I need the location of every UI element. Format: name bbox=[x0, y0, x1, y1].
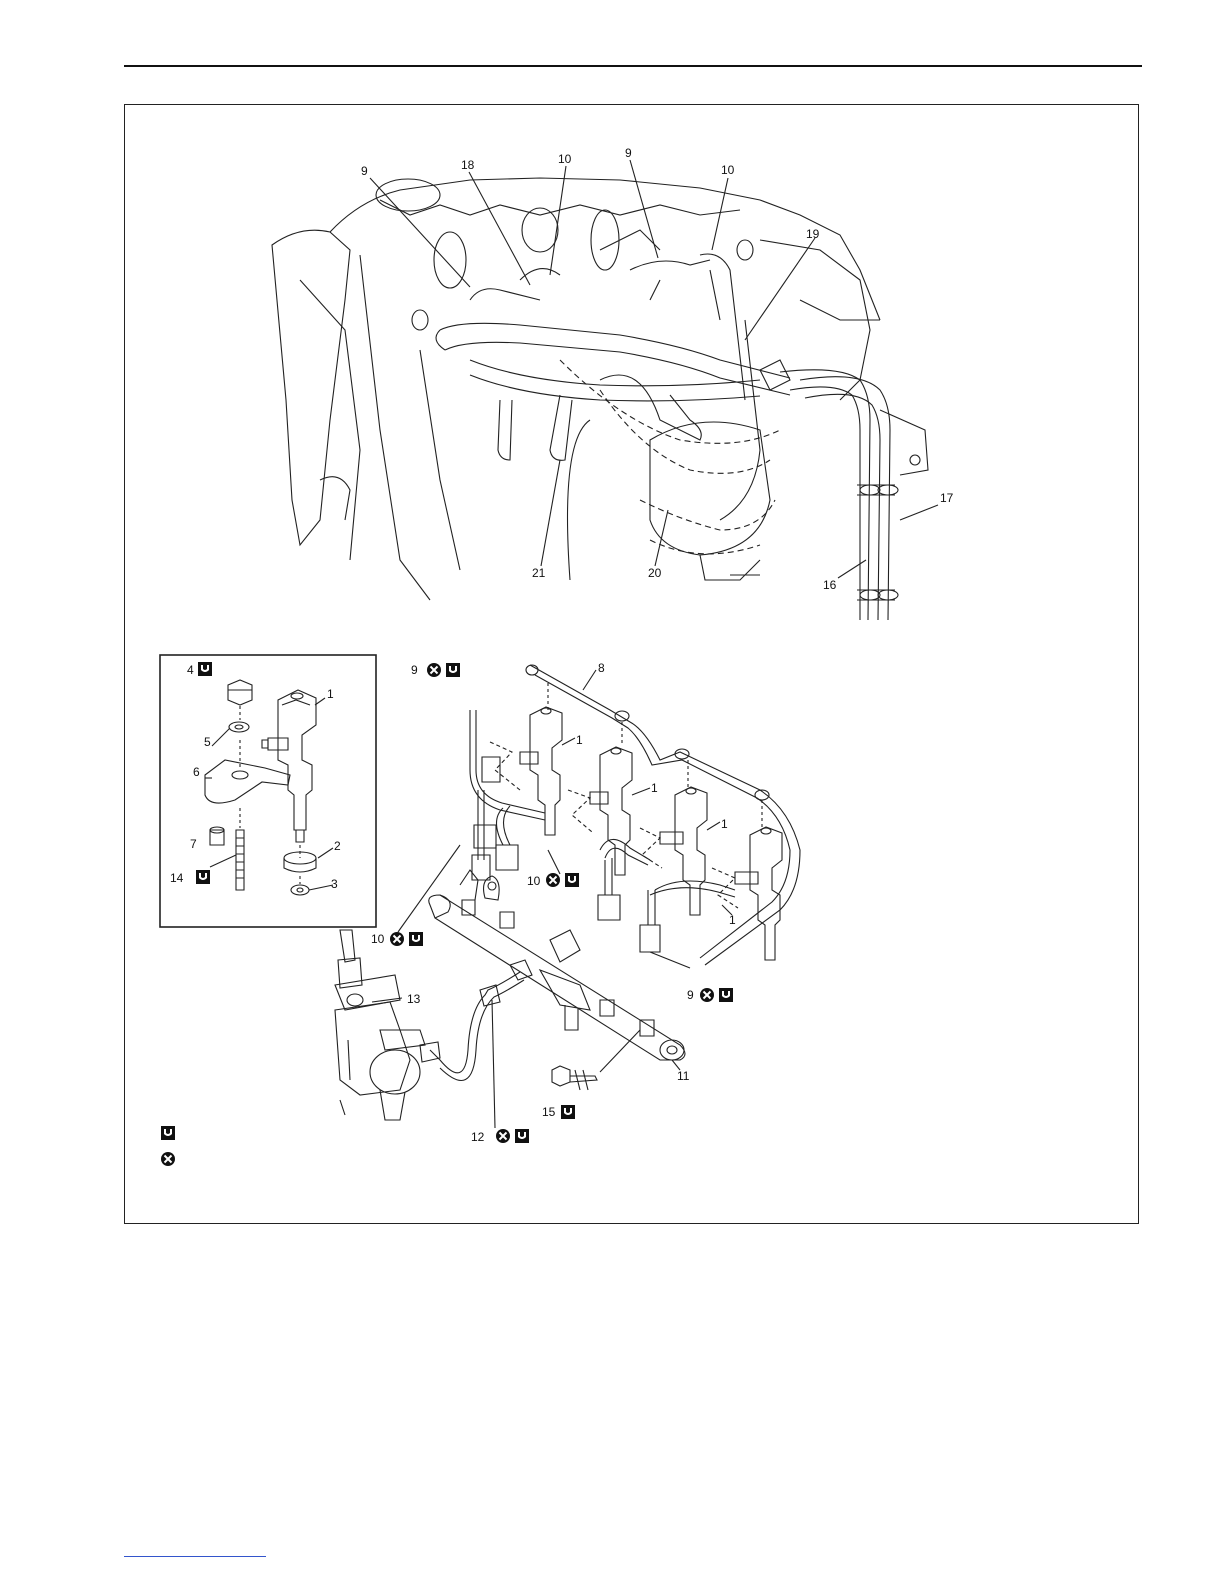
common-rail-view bbox=[335, 665, 800, 1128]
injector-mounting-inset: 4 1 5 6 7 2 14 3 bbox=[160, 655, 376, 927]
callout-label: 12 bbox=[471, 1130, 485, 1144]
callout-label: 10 bbox=[558, 152, 572, 166]
callout-label: 1 bbox=[651, 781, 658, 795]
callout-label: 20 bbox=[648, 566, 662, 580]
callout-label: 10 bbox=[527, 874, 541, 888]
callout-label: 9 bbox=[411, 663, 418, 677]
callout-label: 8 bbox=[598, 661, 605, 675]
callout-label: 1 bbox=[576, 733, 583, 747]
callout-label: 2 bbox=[334, 839, 341, 853]
callout-label: 9 bbox=[687, 988, 694, 1002]
callout-label: 17 bbox=[940, 491, 954, 505]
callout-label: 4 bbox=[187, 663, 194, 677]
callout-label: 6 bbox=[193, 765, 200, 779]
callout-label: 11 bbox=[677, 1069, 690, 1083]
lower-view-callouts: 9 8 1 1 1 1 10 10 9 13 11 15 12 bbox=[371, 661, 736, 1144]
callout-label: 15 bbox=[542, 1105, 556, 1119]
engine-upper-view bbox=[272, 160, 938, 620]
callout-label: 9 bbox=[361, 164, 368, 178]
callout-label: 21 bbox=[532, 566, 546, 580]
symbol-legend bbox=[161, 1126, 175, 1166]
callout-label: 14 bbox=[170, 871, 184, 885]
callout-label: 3 bbox=[331, 877, 338, 891]
callout-label: 18 bbox=[461, 158, 475, 172]
callout-label: 1 bbox=[729, 913, 736, 927]
do-not-reuse-icon bbox=[161, 1152, 175, 1166]
callout-label: 9 bbox=[625, 146, 632, 160]
callout-label: 7 bbox=[190, 837, 197, 851]
footer-link-rule bbox=[124, 1556, 266, 1557]
tighten-torque-icon bbox=[161, 1126, 175, 1140]
callout-label: 1 bbox=[327, 687, 334, 701]
callout-label: 5 bbox=[204, 735, 211, 749]
callout-label: 19 bbox=[806, 227, 820, 241]
callout-label: 10 bbox=[721, 163, 735, 177]
callout-label: 13 bbox=[407, 992, 421, 1006]
callout-label: 1 bbox=[721, 817, 728, 831]
callout-label: 10 bbox=[371, 932, 385, 946]
callout-label: 16 bbox=[823, 578, 837, 592]
